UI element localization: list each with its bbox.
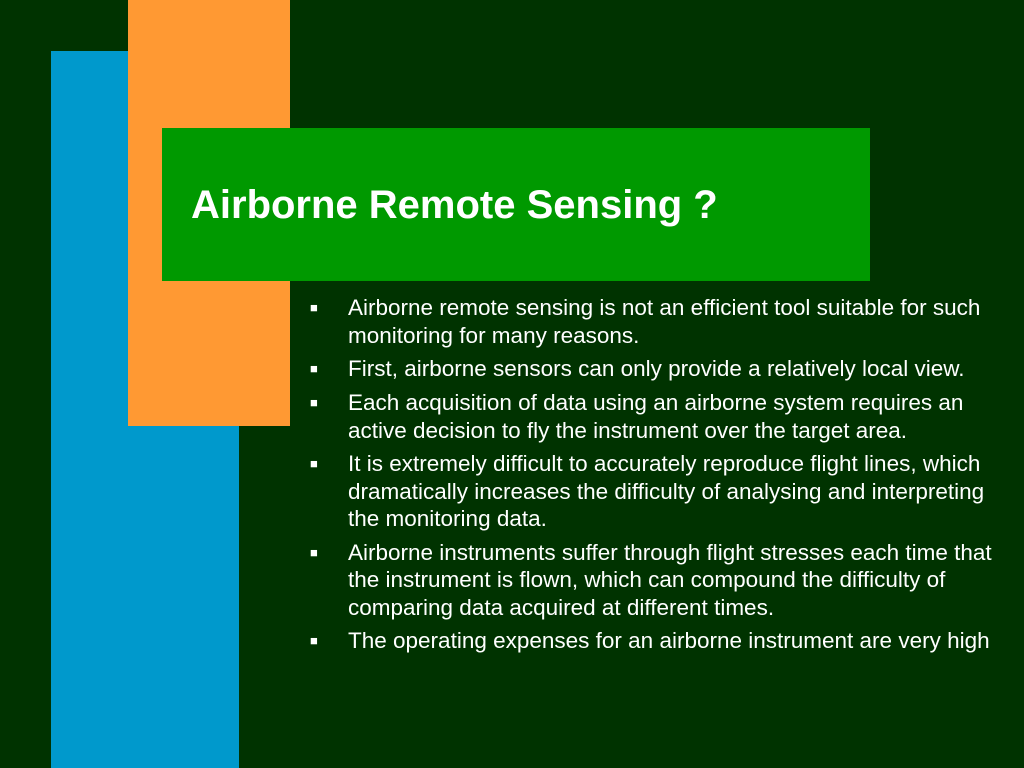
bullet-text: The operating expenses for an airborne i…: [348, 628, 990, 653]
bullet-item: ■ Each acquisition of data using an airb…: [306, 389, 1016, 444]
bullet-item: ■ First, airborne sensors can only provi…: [306, 355, 1016, 383]
bullet-item: ■ The operating expenses for an airborne…: [306, 627, 1016, 655]
bullet-list: ■ Airborne remote sensing is not an effi…: [306, 294, 1016, 661]
bullet-text: Airborne instruments suffer through flig…: [348, 539, 992, 620]
square-bullet-icon: ■: [310, 395, 318, 410]
square-bullet-icon: ■: [310, 300, 318, 315]
title-box: Airborne Remote Sensing ?: [162, 128, 870, 281]
square-bullet-icon: ■: [310, 633, 318, 648]
bullet-text: Each acquisition of data using an airbor…: [348, 390, 964, 443]
square-bullet-icon: ■: [310, 544, 318, 560]
square-bullet-icon: ■: [310, 361, 318, 376]
square-bullet-icon: ■: [310, 456, 318, 471]
slide-title: Airborne Remote Sensing ?: [191, 182, 718, 227]
bullet-item: ■ Airborne remote sensing is not an effi…: [306, 294, 1016, 349]
bullet-text: Airborne remote sensing is not an effici…: [348, 295, 981, 348]
bullet-item: ■ It is extremely difficult to accuratel…: [306, 450, 1016, 533]
bullet-item: ■ Airborne instruments suffer through fl…: [306, 539, 1016, 622]
bullet-text: It is extremely difficult to accurately …: [348, 451, 985, 531]
bullet-text: First, airborne sensors can only provide…: [348, 356, 965, 381]
